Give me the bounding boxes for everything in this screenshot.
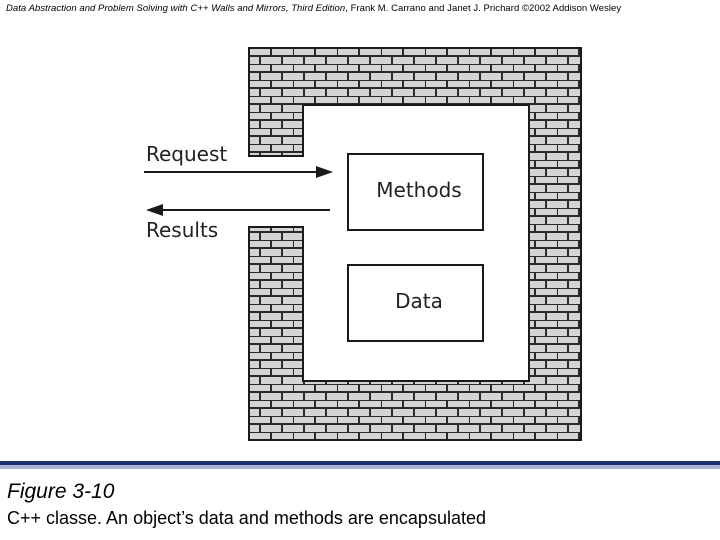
divider-bar-shadow bbox=[0, 465, 720, 469]
methods-label: Methods bbox=[376, 178, 461, 202]
divider-bar bbox=[0, 461, 720, 465]
wall-opening bbox=[247, 157, 305, 226]
methods-box bbox=[347, 153, 484, 231]
figure-caption: C++ classe. An object’s data and methods… bbox=[7, 508, 486, 528]
results-label: Results bbox=[146, 218, 218, 242]
encapsulation-diagram: Methods Data Request Results bbox=[144, 47, 582, 441]
figure-title: Figure 3-10 bbox=[7, 480, 115, 503]
data-label: Data bbox=[395, 289, 443, 313]
request-arrow-head bbox=[316, 166, 333, 178]
results-arrow-head bbox=[146, 204, 163, 216]
data-box bbox=[347, 264, 484, 342]
slide-header: Data Abstraction and Problem Solving wit… bbox=[6, 3, 621, 14]
header-authors: , Frank M. Carrano and Janet J. Prichard… bbox=[345, 3, 622, 14]
request-label: Request bbox=[146, 142, 227, 166]
header-book-title: Data Abstraction and Problem Solving wit… bbox=[6, 3, 346, 14]
